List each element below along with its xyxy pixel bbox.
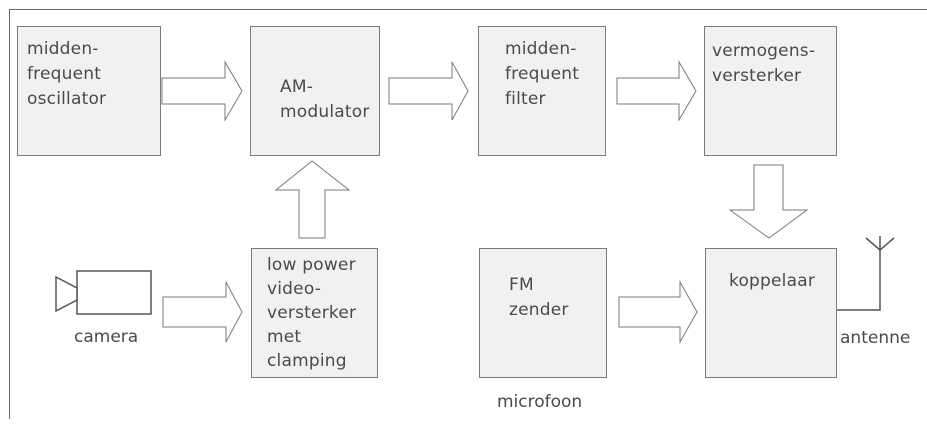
power-amplifier-label: vermogens- versterker xyxy=(712,41,816,86)
fm-sender-block: FM zender xyxy=(479,248,607,378)
arrow-oscillator-to-modulator xyxy=(161,60,243,122)
arrow-camera-to-video xyxy=(162,281,243,343)
if-filter-label: midden- frequent filter xyxy=(505,39,580,109)
camera-label: camera xyxy=(74,327,139,347)
oscillator-block: midden- frequent oscillator xyxy=(17,26,161,156)
microphone-label: microfoon xyxy=(497,392,583,412)
coupler-block: koppelaar xyxy=(705,248,837,378)
arrow-filter-to-amplifier xyxy=(616,60,697,122)
if-filter-block: midden- frequent filter xyxy=(478,26,606,156)
antenna-label: antenne xyxy=(840,328,911,348)
coupler-label: koppelaar xyxy=(729,271,816,291)
fm-sender-label: FM zender xyxy=(509,275,569,320)
video-amplifier-label: low power video- versterker met clamping xyxy=(267,255,357,371)
power-amplifier-block: vermogens- versterker xyxy=(704,26,837,156)
oscillator-label: midden- frequent oscillator xyxy=(27,39,107,109)
arrow-modulator-to-filter xyxy=(388,61,469,121)
arrow-fm-to-coupler xyxy=(618,280,698,344)
video-amplifier-block: low power video- versterker met clamping xyxy=(251,248,378,378)
am-modulator-block: AM- modulator xyxy=(250,26,380,156)
arrow-amplifier-to-coupler xyxy=(728,164,809,239)
diagram-frame xyxy=(9,9,927,419)
antenna-icon xyxy=(837,236,895,311)
camera-icon xyxy=(55,270,152,315)
arrow-video-to-modulator xyxy=(274,160,351,239)
am-modulator-label: AM- modulator xyxy=(280,77,370,122)
